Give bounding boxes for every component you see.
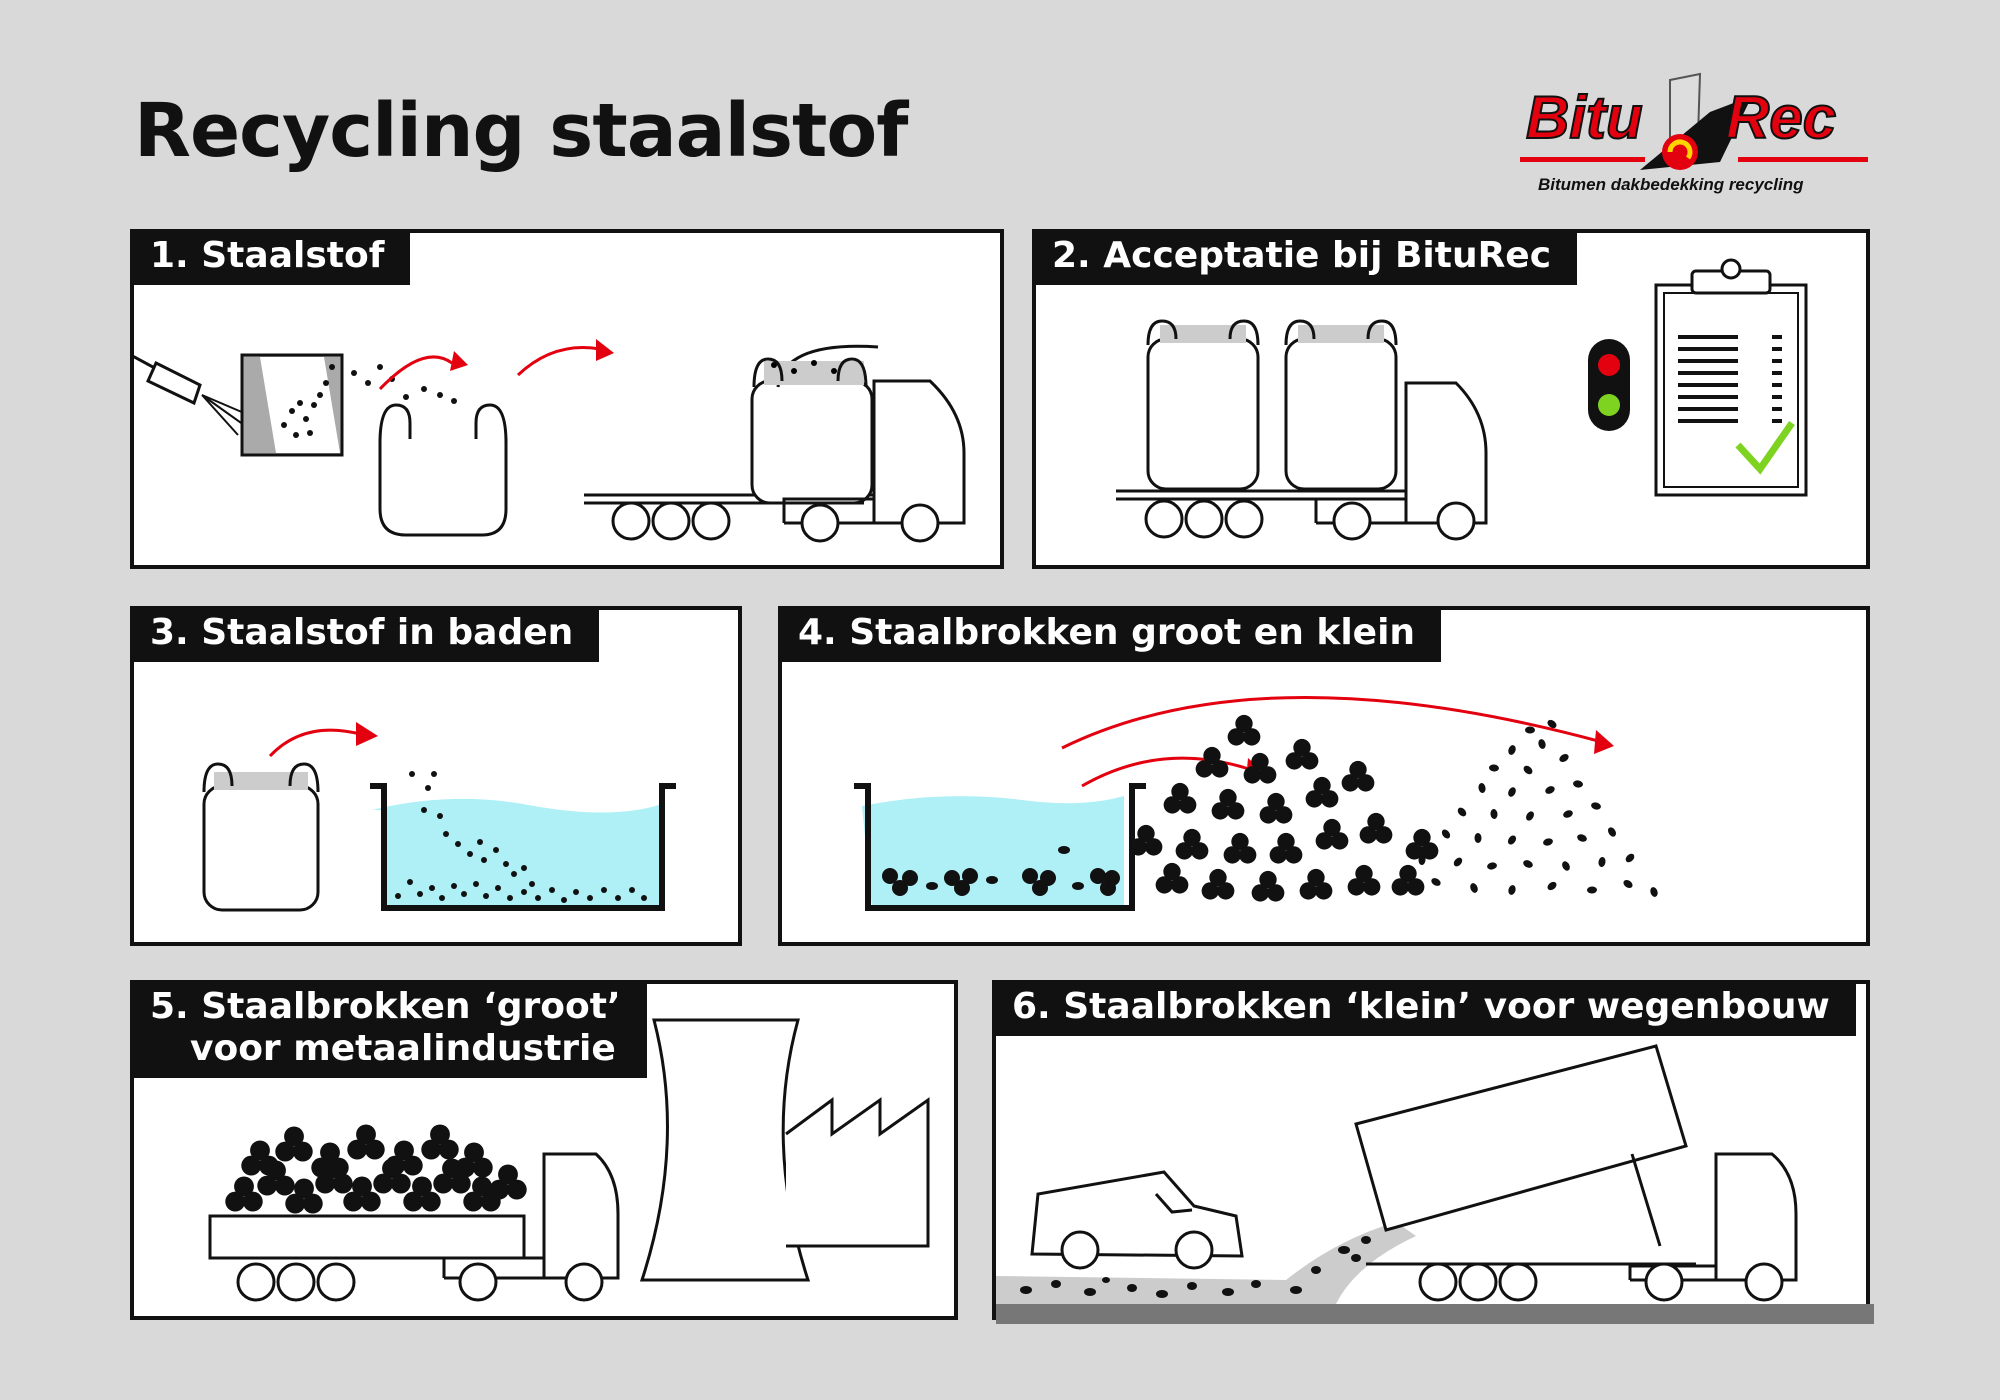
arrow-4b [1061,696,1603,750]
bath-icon [854,783,1146,911]
factory-icon [785,1097,930,1248]
cooling-tower-icon [639,1018,811,1282]
panel-staalbrokken: 4. Staalbrokken groot en klein [778,606,1870,946]
panel-label-5: 5. Staalbrokken ‘groot’ voor metaalindus… [130,980,647,1078]
panel-metaalindustrie: 5. Staalbrokken ‘groot’ voor metaalindus… [130,980,958,1320]
road-chunks [1020,1236,1371,1298]
truck-icon [584,344,966,543]
dump-truck-icon [1354,1044,1798,1302]
logo-word-left: Bitu [1526,84,1643,151]
small-chunks-pile [1397,719,1658,897]
big-bag-icon [1146,319,1260,491]
dust-particles [281,364,457,438]
clipboard-icon [1654,258,1808,497]
big-bag-icon [1284,319,1398,491]
truck-load-chunks [225,1124,527,1214]
logo-word-right: Rec [1726,84,1836,151]
page-title: Recycling staalstof [134,88,908,174]
panel-label-4: 4. Staalbrokken groot en klein [778,606,1442,662]
spray-gun-icon [134,355,245,436]
panel-acceptatie: 2. Acceptatie bij BituRec [1032,229,1870,569]
bath-icon [370,771,676,911]
arrow-4a [1081,756,1253,788]
large-chunks-pile [1129,714,1439,902]
panel-wegenbouw: 6. Staalbrokken ‘klein’ voor wegenbouw [992,980,1874,1324]
panel-staalstof: 1. Staalstof [130,229,1004,569]
panel-label-5-line2: voor metaalindustrie [190,1028,616,1069]
steel-plate-icon [240,353,344,457]
panel-label-2: 2. Acceptatie bij BituRec [1032,229,1578,285]
panel-label-6: 6. Staalbrokken ‘klein’ voor wegenbouw [992,980,1856,1036]
truck-icon [208,1124,620,1302]
big-bag-icon [378,403,508,537]
panel-label-3: 3. Staalstof in baden [130,606,600,662]
logo-tagline: Bitumen dakbedekking recycling [1538,175,1804,194]
biturec-logo: Bitu Rec Bitumen dakbedekking recycling [1520,72,1868,194]
checkmark-icon [1735,421,1795,475]
arrow-1a [378,355,453,391]
panel-label-5-line1: 5. Staalbrokken ‘groot’ [150,986,621,1027]
car-icon [1030,1170,1244,1270]
traffic-light-icon [1588,339,1630,431]
panel-label-1: 1. Staalstof [130,229,411,285]
big-bag-icon [202,762,320,912]
panel-baden: 3. Staalstof in baden [130,606,742,946]
arrow-3 [268,728,361,758]
truck-icon [1116,319,1488,541]
arrow-1b [516,345,601,377]
